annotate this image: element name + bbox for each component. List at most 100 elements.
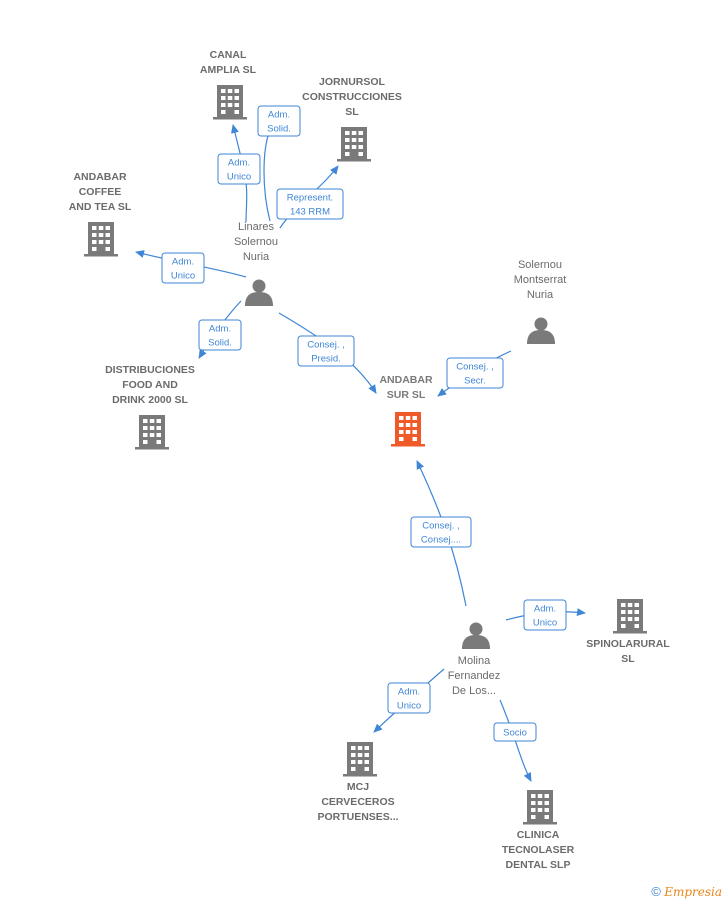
relation-label-text: Adm.	[172, 257, 194, 268]
node-label-line: ANDABAR	[379, 374, 432, 386]
building-icon	[343, 742, 377, 777]
node-label-line: TECNOLASER	[502, 844, 575, 856]
relation-label-text: Adm.	[268, 110, 290, 121]
relation-label[interactable]: Represent. 143 RRM	[276, 188, 344, 220]
node-label-line: Nuria	[243, 251, 270, 263]
node-distribuciones[interactable]: DISTRIBUCIONES FOOD AND DRINK 2000 SL	[105, 364, 195, 450]
building-icon	[523, 790, 557, 825]
edge-molina-to-clinica	[499, 699, 532, 782]
building-icon	[391, 412, 425, 447]
node-andabar-sur[interactable]: ANDABAR SUR SL	[379, 374, 433, 447]
node-label-line: CLINICA	[517, 829, 560, 841]
building-icon	[135, 415, 169, 450]
relation-label-text: Unico	[227, 172, 251, 183]
relation-label[interactable]: Consej. , Consej....	[410, 516, 472, 548]
node-label-line: MCJ	[347, 781, 369, 793]
node-label-line: Molina	[458, 655, 491, 667]
person-icon	[245, 279, 273, 306]
building-icon	[613, 599, 647, 634]
node-label-line: SL	[621, 653, 635, 665]
node-clinica[interactable]: CLINICA TECNOLASER DENTAL SLP	[502, 790, 575, 871]
relation-label-box	[493, 722, 537, 742]
node-label-line: PORTUENSES...	[317, 811, 398, 823]
node-canal[interactable]: CANAL AMPLIA SL	[200, 49, 257, 120]
relation-label-box	[523, 599, 567, 631]
relation-label-text: Consej....	[421, 535, 461, 546]
node-label-line: CANAL	[210, 49, 247, 61]
node-label-line: COFFEE	[79, 186, 122, 198]
relation-label[interactable]: Socio	[493, 722, 537, 742]
relation-label[interactable]: Consej. , Secr.	[446, 357, 504, 389]
node-label-line: CERVECEROS	[321, 796, 394, 808]
relation-label-box	[257, 105, 301, 137]
relation-label-text: Consej. ,	[422, 521, 460, 532]
node-label-line: DISTRIBUCIONES	[105, 364, 195, 376]
relation-label-text: Adm.	[209, 324, 231, 335]
node-label-line: AMPLIA SL	[200, 64, 257, 76]
relation-label-text: Solid.	[267, 124, 291, 135]
relation-label-box	[161, 252, 205, 284]
building-icon	[213, 85, 247, 120]
edge-linares-to-canal	[263, 129, 271, 222]
building-icon	[337, 127, 371, 162]
relation-label-box	[276, 188, 344, 220]
person-icon	[462, 622, 490, 649]
node-spinolarural[interactable]: SPINOLARURAL SL	[586, 599, 670, 665]
relation-label[interactable]: Adm. Unico	[387, 682, 431, 714]
brand-logo: Empresia	[664, 885, 722, 899]
relation-label-text: Unico	[397, 701, 421, 712]
relation-label-box	[198, 319, 242, 351]
relation-label-text: Adm.	[534, 604, 556, 615]
node-label-line: Fernandez	[448, 670, 501, 682]
node-label-line: Montserrat	[514, 274, 567, 286]
relation-label-box	[297, 335, 355, 367]
relation-label-box	[410, 516, 472, 548]
relation-label[interactable]: Adm. Solid.	[198, 319, 242, 351]
relation-label-text: Secr.	[464, 376, 486, 387]
relation-label-text: Unico	[533, 618, 557, 629]
person-icon	[527, 317, 555, 344]
relation-label[interactable]: Adm.Unico	[161, 252, 205, 284]
node-label-line: Solernou	[518, 259, 562, 271]
node-label-line: SUR SL	[387, 389, 426, 401]
node-label-line: CONSTRUCCIONES	[302, 91, 402, 103]
building-icon	[84, 222, 118, 257]
node-label-line: FOOD AND	[122, 379, 178, 391]
relation-label-text: Consej. ,	[307, 340, 345, 351]
node-jornursol[interactable]: JORNURSOL CONSTRUCCIONES SL	[302, 76, 402, 162]
node-label-line: Nuria	[527, 289, 554, 301]
relation-label-text: Consej. ,	[456, 362, 494, 373]
copyright-icon: ©	[651, 884, 661, 899]
node-label-line: ANDABAR	[73, 171, 126, 183]
node-label-line: Solernou	[234, 236, 278, 248]
relation-label-text: Adm.	[398, 687, 420, 698]
credit[interactable]: © Empresia	[651, 884, 722, 899]
relation-label-text: Socio	[503, 728, 527, 739]
node-label-line: DENTAL SLP	[506, 859, 571, 871]
node-label-line: SL	[345, 106, 359, 118]
node-label-line: De Los...	[452, 685, 496, 697]
node-label-line: SPINOLARURAL	[586, 638, 670, 650]
node-label-line: AND TEA SL	[69, 201, 132, 213]
relation-label-text: Solid.	[208, 338, 232, 349]
relation-label-text: Represent.	[287, 193, 333, 204]
relation-label-box	[217, 153, 261, 185]
node-mcj[interactable]: MCJ CERVECEROS PORTUENSES...	[317, 742, 399, 823]
relation-label[interactable]: Adm. Unico	[523, 599, 567, 631]
node-andabar-coffee[interactable]: ANDABAR COFFEE AND TEA SL	[69, 171, 132, 257]
relation-label[interactable]: Consej. ,Presid.	[297, 335, 355, 367]
node-label-line: Linares	[238, 221, 275, 233]
relation-label-text: 143 RRM	[290, 207, 330, 218]
node-label-line: JORNURSOL	[319, 76, 386, 88]
relation-label-box	[387, 682, 431, 714]
relation-label-box	[446, 357, 504, 389]
relation-label[interactable]: Adm. Solid.	[257, 105, 301, 137]
relation-label[interactable]: Adm.Unico	[217, 153, 261, 185]
node-label-line: DRINK 2000 SL	[112, 394, 188, 406]
